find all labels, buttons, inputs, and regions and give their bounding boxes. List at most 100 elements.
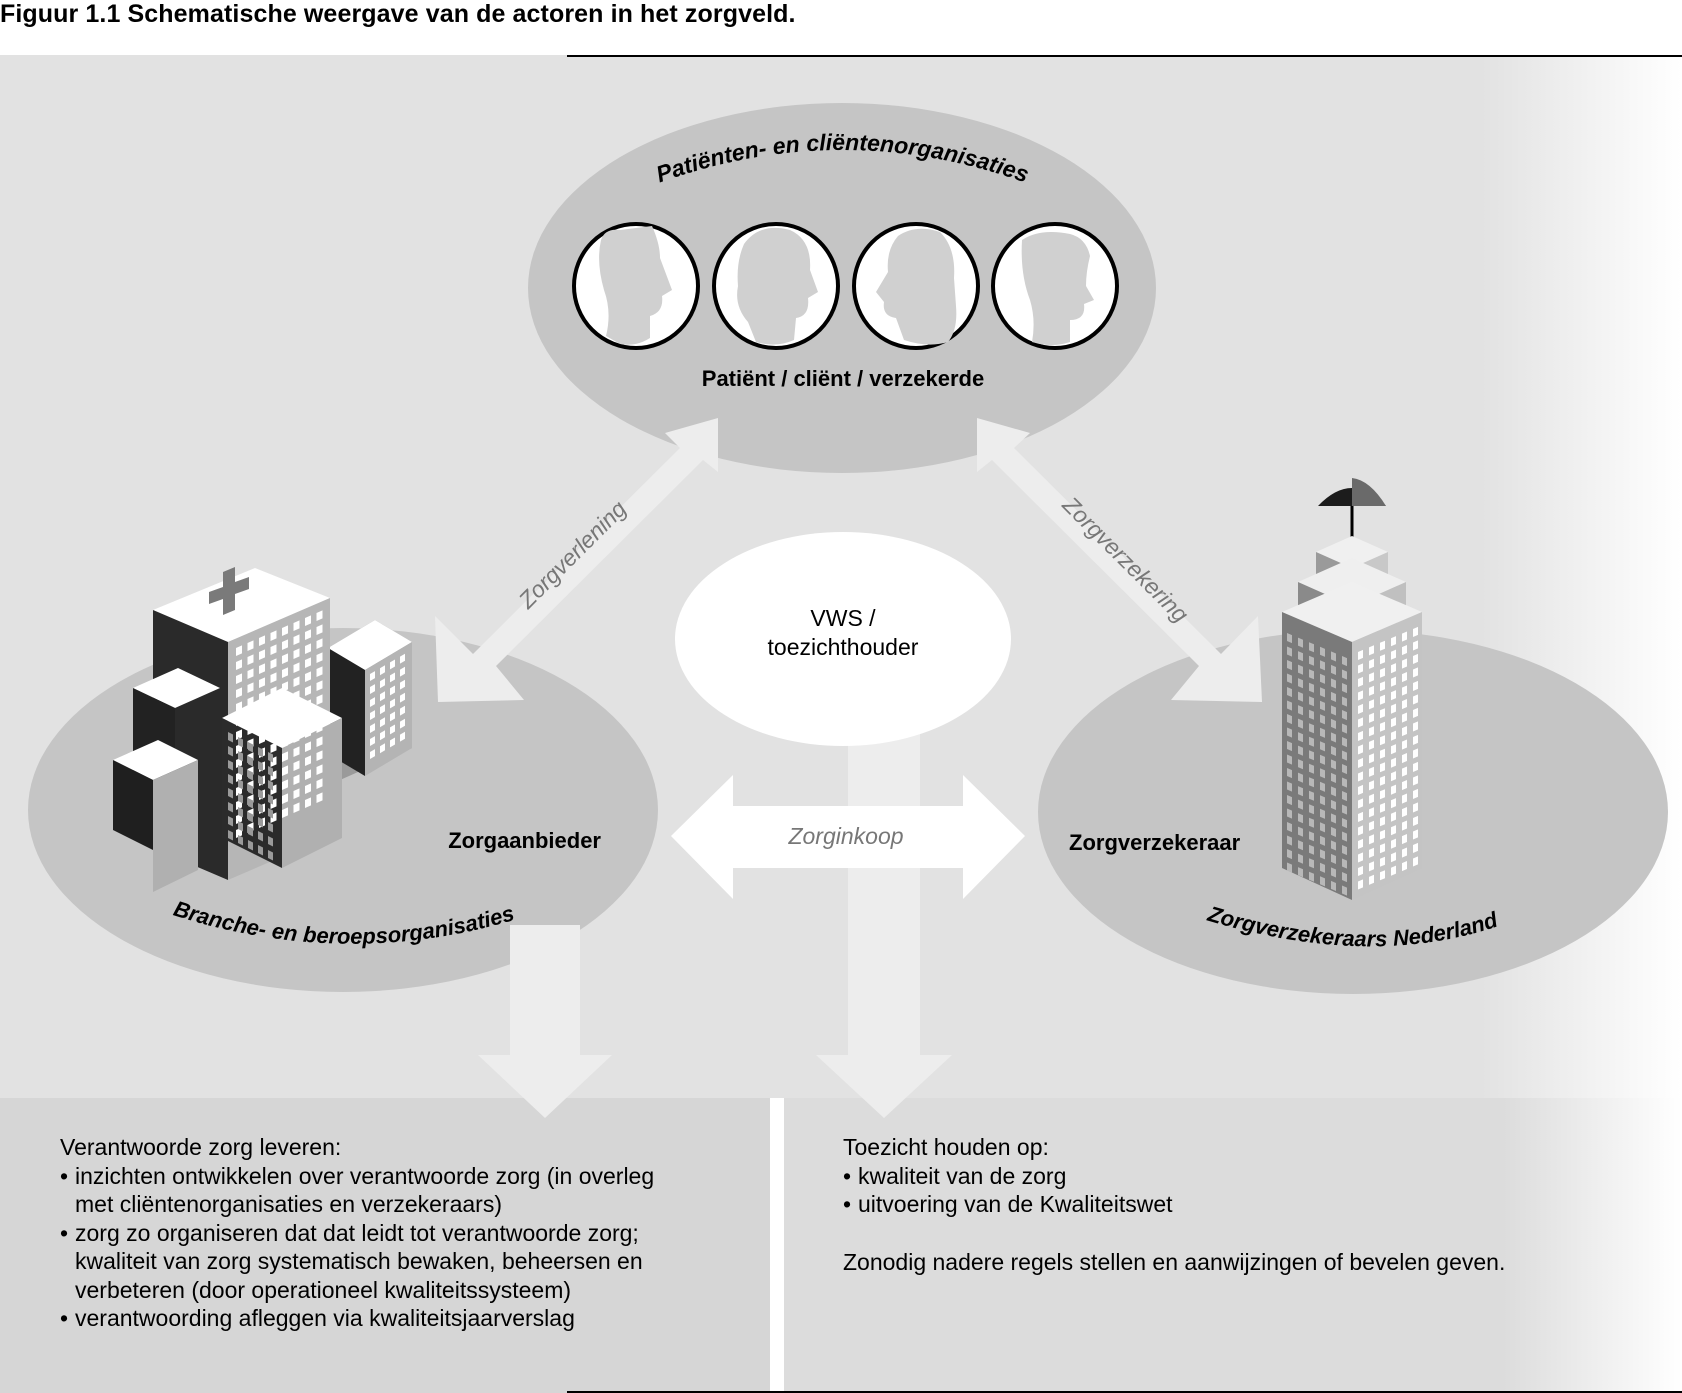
window xyxy=(1309,844,1314,855)
window xyxy=(1309,858,1314,869)
window xyxy=(1358,703,1363,714)
window xyxy=(1380,721,1385,732)
window xyxy=(247,668,254,679)
window xyxy=(293,704,300,715)
window xyxy=(1287,835,1292,846)
window xyxy=(1391,838,1396,849)
window xyxy=(236,715,242,726)
right-panel: Toezicht houden op: kwaliteit van de zor… xyxy=(843,1133,1663,1276)
window xyxy=(228,802,233,813)
window xyxy=(1369,726,1374,737)
window xyxy=(1380,667,1385,678)
window xyxy=(1358,744,1363,755)
window xyxy=(1287,822,1292,833)
window xyxy=(370,684,375,694)
window xyxy=(1380,843,1385,854)
window xyxy=(1331,732,1336,743)
window xyxy=(1380,775,1385,786)
window xyxy=(316,764,323,775)
window xyxy=(1342,858,1347,869)
window xyxy=(1391,690,1396,701)
window xyxy=(247,682,254,693)
window xyxy=(1320,862,1325,873)
window xyxy=(1287,849,1292,860)
window xyxy=(1287,700,1292,711)
window xyxy=(1287,795,1292,806)
window xyxy=(1320,673,1325,684)
window xyxy=(1369,685,1374,696)
window xyxy=(1402,766,1407,777)
window xyxy=(380,717,385,728)
window xyxy=(1320,687,1325,698)
window xyxy=(1369,712,1374,723)
window xyxy=(1358,825,1363,836)
window xyxy=(1287,727,1292,738)
window xyxy=(293,760,300,771)
window xyxy=(236,687,242,698)
window xyxy=(1287,714,1292,725)
window xyxy=(1342,804,1347,815)
window xyxy=(1369,834,1374,845)
window xyxy=(1391,730,1396,741)
window xyxy=(1369,820,1374,831)
window xyxy=(305,769,311,780)
window xyxy=(1380,654,1385,665)
window xyxy=(370,671,375,681)
window xyxy=(258,761,263,772)
window xyxy=(238,779,243,790)
window xyxy=(1342,669,1347,680)
window xyxy=(370,736,375,746)
hospital-icon xyxy=(113,567,412,892)
window xyxy=(400,731,405,742)
window xyxy=(1413,734,1418,745)
window xyxy=(270,700,277,711)
window xyxy=(1358,717,1363,728)
window xyxy=(282,681,288,692)
window xyxy=(1342,737,1347,748)
window xyxy=(1331,651,1336,662)
window xyxy=(316,624,323,635)
window xyxy=(1413,626,1418,637)
window xyxy=(1331,853,1336,864)
window xyxy=(1380,640,1385,651)
window xyxy=(1402,739,1407,750)
window xyxy=(1391,757,1396,768)
window xyxy=(1309,655,1314,666)
window xyxy=(1342,696,1347,707)
window xyxy=(370,749,375,759)
window xyxy=(270,742,277,753)
window xyxy=(259,677,265,688)
window xyxy=(1320,727,1325,738)
window xyxy=(390,711,395,722)
window xyxy=(248,784,253,795)
window xyxy=(1369,753,1374,764)
window xyxy=(248,840,253,851)
window xyxy=(1309,696,1314,707)
window xyxy=(1402,834,1407,845)
window xyxy=(282,737,288,748)
window xyxy=(293,634,300,645)
window xyxy=(247,654,254,665)
window xyxy=(282,625,288,636)
window xyxy=(1298,826,1303,837)
window xyxy=(1342,872,1347,883)
window xyxy=(1309,790,1314,801)
window xyxy=(268,808,273,819)
window xyxy=(1287,781,1292,792)
window xyxy=(1331,759,1336,770)
window xyxy=(228,816,233,827)
window xyxy=(1391,865,1396,876)
top-ellipse xyxy=(528,103,1156,473)
zorgverlening-arrow xyxy=(435,418,718,702)
window xyxy=(228,830,233,841)
window xyxy=(293,788,300,799)
window xyxy=(1358,852,1363,863)
window xyxy=(1369,766,1374,777)
window xyxy=(1287,754,1292,765)
window xyxy=(247,724,254,735)
window xyxy=(305,685,311,696)
window xyxy=(1309,871,1314,882)
window xyxy=(228,774,233,785)
window xyxy=(1413,653,1418,664)
window xyxy=(1380,708,1385,719)
